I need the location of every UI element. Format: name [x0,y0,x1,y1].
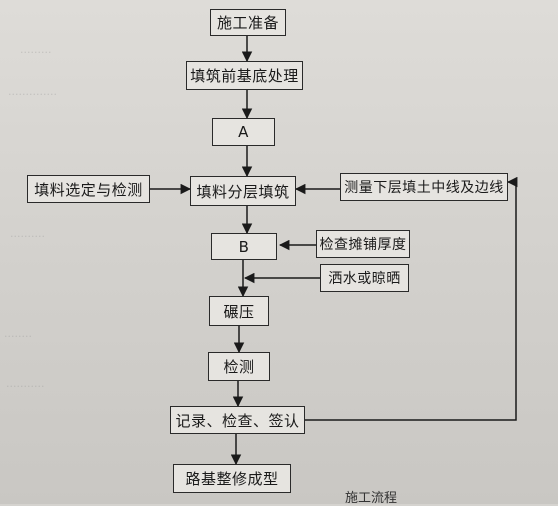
input-thickness-check: 检查摊铺厚度 [316,230,410,258]
input-centerline-survey: 测量下层填土中线及边线 [340,173,508,201]
step-base-treatment: 填筑前基底处理 [186,61,303,90]
input-fill-selection: 填料选定与检测 [27,175,150,203]
bleed-through-text: ·········· [10,230,45,243]
input-watering-drying: 洒水或晾晒 [320,264,409,292]
step-testing: 检测 [208,352,270,381]
step-subgrade-finishing: 路基整修成型 [173,464,291,493]
bleed-through-text: ·············· [8,88,57,101]
step-b: B [211,233,277,260]
arrow-feedback-loop [305,176,518,421]
step-compaction: 碾压 [209,296,269,326]
step-layered-filling: 填料分层填筑 [190,176,296,206]
bleed-through-text: ········ [4,330,32,343]
step-record-check-sign: 记录、检查、签认 [170,406,305,434]
bleed-through-text: ··········· [6,380,45,393]
bleed-through-text: ········· [20,46,52,59]
figure-caption-fragment: 施工流程 [345,491,398,506]
step-construction-prep: 施工准备 [210,9,286,36]
step-a: A [212,118,275,146]
